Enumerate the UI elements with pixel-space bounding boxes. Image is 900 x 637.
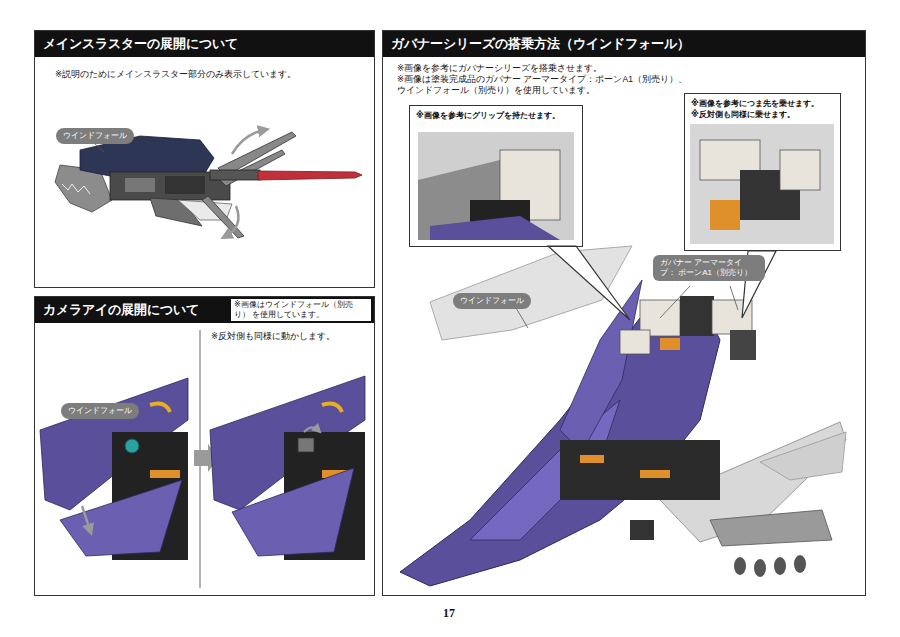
boarding-figure-part <box>730 286 738 310</box>
thruster-figure-part <box>258 171 362 180</box>
boarding-figure-part <box>730 330 756 360</box>
thruster-figure <box>55 130 362 238</box>
boarding-figure-part <box>560 280 642 452</box>
boarding-figure <box>400 124 846 586</box>
part-name: ウインドフォール <box>63 131 127 141</box>
boarding-figure-part <box>430 216 560 240</box>
thruster-figure-part <box>232 130 264 154</box>
boarding-figure-part <box>418 132 574 240</box>
boarding-figure-part <box>710 510 832 546</box>
boarding-figure-part <box>710 200 740 230</box>
camera-eye-figure-part <box>82 506 90 530</box>
section-panel: カメラアイの展開について※画像はウインドフォール（別売り） を使用しています。※… <box>34 296 375 596</box>
note-text: ※反対側も同様に乗せます。 <box>691 109 834 120</box>
boarding-figure-part <box>760 432 846 480</box>
note-text: ※画像はウインドフォール（別売り） を使用しています。 <box>231 299 371 321</box>
thruster-figure-part <box>125 178 155 192</box>
camera-eye-figure-part <box>304 427 318 432</box>
part-name: ガバナー アーマータイプ： ポーンA1（別売り） <box>660 258 758 278</box>
note-text: ※画像を参考にガバナーシリーズを搭乗させます。 <box>397 63 865 74</box>
section-panel: メインスラスターの展開について ※説明のためにメインスラスター部分のみ表示していま… <box>34 30 375 288</box>
note-text: ※画像を参考にグリップを持たせます。 <box>416 110 576 121</box>
boarding-figure-part <box>580 455 604 463</box>
note-text: ※画像を参考につま先を乗せます。 <box>691 98 834 109</box>
thruster-figure-part <box>210 170 260 180</box>
thruster-figure-part <box>226 206 238 236</box>
boarding-figure-part <box>734 557 746 575</box>
callout-box: ※画像を参考にグリップを持たせます。 <box>409 105 583 247</box>
part-name: ウインドフォール <box>460 296 524 306</box>
boarding-figure-part <box>640 470 670 478</box>
part-tag: ウインドフォール <box>453 293 531 309</box>
thruster-figure-part <box>165 176 205 194</box>
section-panel: ガバナーシリーズの搭乗方法（ウインドフォール） ※画像を参考にガバナーシリーズを搭… <box>382 30 866 596</box>
boarding-figure-part <box>560 440 720 500</box>
boarding-figure-part <box>660 338 680 350</box>
part-tag: ガバナー アーマータイプ： ポーンA1（別売り） <box>653 255 765 281</box>
camera-eye-figure-part <box>150 404 170 412</box>
boarding-figure-part <box>780 150 820 190</box>
section-heading: ガバナーシリーズの搭乗方法（ウインドフォール） <box>383 31 865 57</box>
boarding-figure-part <box>660 286 690 318</box>
thruster-figure-part <box>62 184 90 194</box>
part-tag: ウインドフォール <box>56 128 134 144</box>
boarding-figure-part <box>630 520 654 540</box>
camera-eye-figure-part <box>232 468 354 556</box>
camera-eye-figure-part <box>125 439 139 453</box>
boarding-figure-part <box>516 308 528 328</box>
section-heading: メインスラスターの展開について <box>35 31 374 57</box>
thruster-figure-part <box>202 196 244 238</box>
boarding-figure-part <box>620 330 650 354</box>
note-text: ※説明のためにメインスラスター部分のみ表示しています。 <box>55 69 374 80</box>
thruster-figure-part <box>95 144 104 152</box>
boarding-figure-part <box>680 296 714 336</box>
boarding-figure-part <box>690 124 834 244</box>
note-text: ※画像は塗装完成品のガバナー アーマータイプ：ポーンA1（別売り）、 ウインドフ… <box>397 74 697 96</box>
boarding-figure-part <box>794 555 806 573</box>
camera-eye-figure <box>40 330 365 588</box>
thruster-figure-part <box>220 150 285 186</box>
boarding-figure-part <box>754 559 766 577</box>
boarding-figure-part <box>400 300 720 586</box>
note-text: ※反対側も同様に動かします。 <box>211 331 374 342</box>
boarding-figure-part <box>548 246 630 320</box>
callout-box: ※画像を参考につま先を乗せます。※反対側も同様に乗せます。 <box>684 93 841 251</box>
boarding-figure-part <box>430 246 632 340</box>
boarding-figure-part <box>774 557 786 575</box>
page-number: 17 <box>443 606 455 621</box>
camera-eye-figure-part <box>322 404 342 412</box>
camera-eye-figure-part <box>150 470 180 478</box>
part-name: ウインドフォール <box>68 406 132 416</box>
part-tag: ウインドフォール <box>61 403 139 419</box>
camera-eye-figure-part <box>60 480 182 556</box>
camera-eye-figure-part <box>298 438 314 452</box>
